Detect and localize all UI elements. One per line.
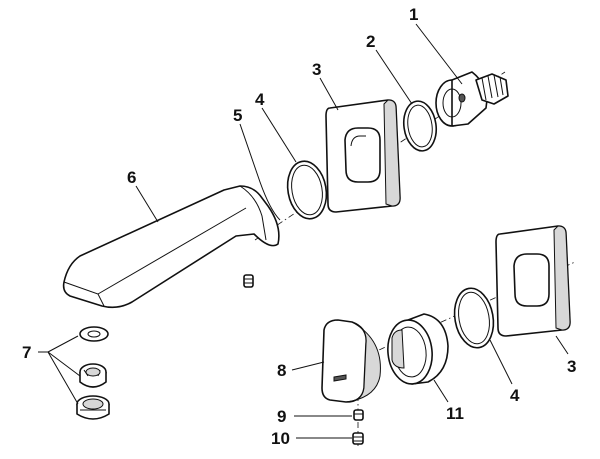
part-2-o-ring [402,100,438,152]
callout-6: 6 [127,168,136,187]
callout-3-lower: 3 [567,357,576,376]
part-11-sleeve [387,313,449,385]
part-7-aerator-set [76,326,110,420]
part-5-grub-screw [243,274,254,288]
callout-10: 10 [271,429,290,448]
part-3-wall-plate-lower [495,225,571,337]
part-9-screw [353,409,364,421]
leader-lines [38,23,569,439]
callout-2: 2 [366,32,375,51]
callout-labels: 1 2 3 3 4 4 5 6 7 8 9 10 11 [22,5,576,448]
part-4-o-ring-lower [453,287,495,349]
part-6-spout [62,185,280,309]
callout-5: 5 [233,106,242,125]
part-10-screw [352,432,364,445]
part-1-valve-cartridge [435,71,509,127]
callout-4-upper: 4 [255,90,265,109]
callout-11: 11 [446,404,464,423]
callout-3-upper: 3 [312,60,321,79]
part-3-wall-plate-upper [325,99,401,213]
callout-4-lower: 4 [510,386,520,405]
part-4-o-ring-upper [286,160,328,220]
callout-9: 9 [277,407,286,426]
callout-1: 1 [409,5,418,24]
callout-7: 7 [22,343,31,362]
callout-8: 8 [277,361,286,380]
part-8-cover-cap [321,319,381,403]
